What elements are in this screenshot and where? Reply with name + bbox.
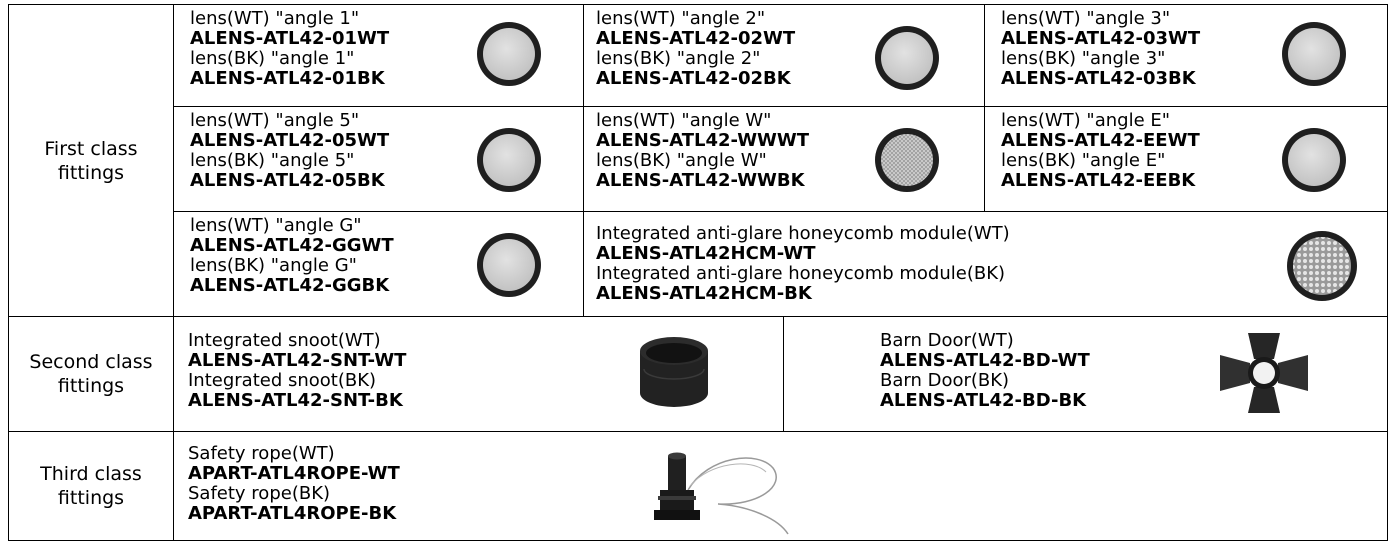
product-cell: lens(WT) "angle G" ALENS-ATL42-GGWT lens… <box>173 211 584 317</box>
product-code-bk: ALENS-ATL42-GGBK <box>190 275 390 296</box>
product-code-wt: ALENS-ATL42-01WT <box>190 28 390 49</box>
product-cell: lens(WT) "angle W" ALENS-ATL42-WWWT lens… <box>583 106 985 212</box>
product-code-wt: ALENS-ATL42-EEWT <box>1001 130 1200 151</box>
product-code-bk: ALENS-ATL42-03BK <box>1001 68 1196 89</box>
product-label-bk: lens(BK) "angle 2" <box>596 48 761 69</box>
product-code-wt: ALENS-ATL42-02WT <box>596 28 796 49</box>
snoot-image <box>640 337 708 407</box>
category-label: Second class fittings <box>29 351 153 397</box>
product-code-bk: ALENS-ATL42-01BK <box>190 68 385 89</box>
product-code-bk: ALENS-ATL42-EEBK <box>1001 170 1196 191</box>
lens-image <box>477 22 541 86</box>
product-code-wt: ALENS-ATL42-03WT <box>1001 28 1201 49</box>
product-code-wt: ALENS-ATL42-BD-WT <box>880 350 1090 371</box>
product-label-bk: lens(BK) "angle G" <box>190 255 357 276</box>
product-code-bk: ALENS-ATL42-02BK <box>596 68 791 89</box>
product-label-wt: lens(WT) "angle W" <box>596 110 772 131</box>
product-cell: Integrated snoot(WT) ALENS-ATL42-SNT-WT … <box>173 316 784 432</box>
product-label-wt: lens(WT) "angle 3" <box>1001 8 1171 29</box>
category-second-class: Second class fittings <box>8 316 174 432</box>
product-cell: lens(WT) "angle 3" ALENS-ATL42-03WT lens… <box>984 4 1388 107</box>
product-label-wt: lens(WT) "angle E" <box>1001 110 1171 131</box>
lens-image <box>875 128 939 192</box>
lens-image <box>477 233 541 297</box>
product-label-bk: lens(BK) "angle W" <box>596 150 767 171</box>
product-label-wt: Safety rope(WT) <box>188 443 335 464</box>
barn-door-image <box>1220 333 1308 413</box>
product-label-bk: lens(BK) "angle 5" <box>190 150 355 171</box>
safety-rope-image <box>654 452 789 535</box>
lens-image <box>875 26 939 90</box>
product-code-bk: ALENS-ATL42-BD-BK <box>880 390 1087 411</box>
product-label-bk: Integrated anti-glare honeycomb module(B… <box>596 263 1006 284</box>
product-code-wt: ALENS-ATL42-SNT-WT <box>188 350 407 371</box>
product-label-bk: Safety rope(BK) <box>188 483 331 504</box>
product-code-bk: ALENS-ATL42-SNT-BK <box>188 390 403 411</box>
category-label: First class fittings <box>44 137 138 184</box>
product-cell: Barn Door(WT) ALENS-ATL42-BD-WT Barn Doo… <box>783 316 1388 432</box>
category-third-class: Third class fittings <box>8 431 174 541</box>
lens-image <box>477 128 541 192</box>
product-label-bk: Integrated snoot(BK) <box>188 370 377 391</box>
product-label-bk: lens(BK) "angle 1" <box>190 48 355 69</box>
product-cell: lens(WT) "angle 5" ALENS-ATL42-05WT lens… <box>173 106 584 212</box>
product-code-bk: APART-ATL4ROPE-BK <box>188 503 397 524</box>
lens-image <box>1282 22 1346 86</box>
category-label: Third class fittings <box>40 463 142 509</box>
product-code-wt: APART-ATL4ROPE-WT <box>188 463 400 484</box>
product-cell: lens(WT) "angle 2" ALENS-ATL42-02WT lens… <box>583 4 985 107</box>
product-label-wt: Barn Door(WT) <box>880 330 1014 351</box>
product-cell: lens(WT) "angle 1" ALENS-ATL42-01WT lens… <box>173 4 584 107</box>
product-label-wt: lens(WT) "angle G" <box>190 215 362 236</box>
product-code-wt: ALENS-ATL42-GGWT <box>190 235 394 256</box>
product-cell: Integrated anti-glare honeycomb module(W… <box>583 211 1388 317</box>
product-label-bk: lens(BK) "angle 3" <box>1001 48 1166 69</box>
product-cell: lens(WT) "angle E" ALENS-ATL42-EEWT lens… <box>984 106 1388 212</box>
product-code-wt: ALENS-ATL42-05WT <box>190 130 390 151</box>
lens-image <box>1282 128 1346 192</box>
product-label-wt: lens(WT) "angle 2" <box>596 8 766 29</box>
product-label-wt: Integrated snoot(WT) <box>188 330 381 351</box>
product-label-bk: lens(BK) "angle E" <box>1001 150 1166 171</box>
product-code-bk: ALENS-ATL42HCM-BK <box>596 283 812 304</box>
product-label-wt: lens(WT) "angle 5" <box>190 110 360 131</box>
product-code-wt: ALENS-ATL42-WWWT <box>596 130 810 151</box>
honeycomb-image <box>1287 231 1357 301</box>
product-label-wt: Integrated anti-glare honeycomb module(W… <box>596 223 1010 244</box>
product-label-wt: lens(WT) "angle 1" <box>190 8 360 29</box>
product-label-bk: Barn Door(BK) <box>880 370 1010 391</box>
product-code-wt: ALENS-ATL42HCM-WT <box>596 243 816 264</box>
product-code-bk: ALENS-ATL42-WWBK <box>596 170 805 191</box>
product-cell: Safety rope(WT) APART-ATL4ROPE-WT Safety… <box>173 431 1388 541</box>
product-code-bk: ALENS-ATL42-05BK <box>190 170 385 191</box>
category-first-class: First class fittings <box>8 4 174 317</box>
